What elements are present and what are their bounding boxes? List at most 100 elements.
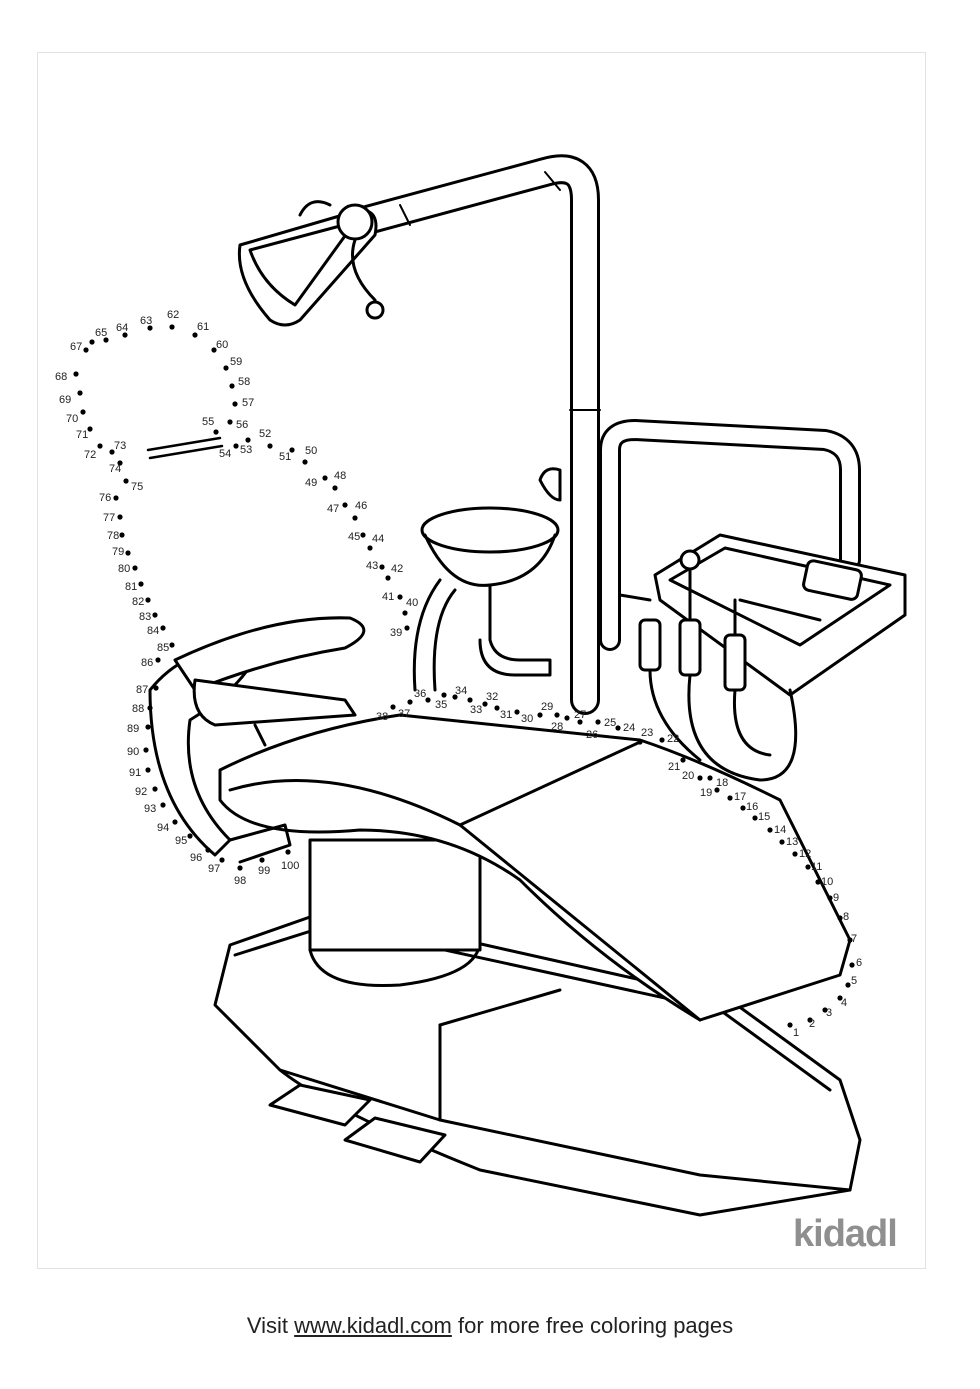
dot-number: 15	[758, 811, 770, 823]
dot	[360, 532, 366, 538]
dot-number: 73	[114, 440, 126, 452]
dot	[233, 443, 239, 449]
dot	[89, 339, 95, 345]
dot-number: 79	[112, 546, 124, 558]
dot	[554, 712, 560, 718]
dot	[192, 332, 198, 338]
dot-number: 27	[574, 709, 586, 721]
dot	[397, 594, 403, 600]
dot	[172, 819, 178, 825]
dot-number: 41	[382, 591, 394, 603]
dot	[123, 478, 129, 484]
dot	[482, 701, 488, 707]
dot	[232, 401, 238, 407]
dot-number: 19	[700, 787, 712, 799]
headrest-lines	[146, 436, 224, 460]
dot	[187, 833, 193, 839]
dot	[145, 597, 151, 603]
dot-number: 85	[157, 642, 169, 654]
foot-pedals	[268, 1083, 447, 1164]
kidadl-link[interactable]: www.kidadl.com	[294, 1313, 452, 1338]
dot-number: 12	[799, 848, 811, 860]
dot-number: 74	[109, 463, 121, 475]
dot-number: 3	[826, 1007, 832, 1019]
dot	[385, 575, 391, 581]
dot-number: 50	[305, 445, 317, 457]
dot	[637, 739, 643, 745]
dot	[779, 839, 785, 845]
dot	[805, 864, 811, 870]
dot-number: 92	[135, 786, 147, 798]
dot	[849, 962, 855, 968]
dot	[767, 827, 773, 833]
dot-to-dot-layer: 1234567891011121314151617181920212223242…	[55, 309, 862, 1039]
dot-number: 26	[586, 729, 598, 741]
dot	[147, 705, 153, 711]
dot	[77, 390, 83, 396]
dot	[117, 460, 123, 466]
dot-number: 84	[147, 625, 159, 637]
page-frame	[37, 52, 926, 1269]
lamp-arm	[345, 154, 601, 715]
dot	[152, 786, 158, 792]
dot-number: 33	[470, 704, 482, 716]
dot	[740, 805, 746, 811]
dot	[245, 437, 251, 443]
dot	[837, 995, 843, 1001]
dot-number: 80	[118, 563, 130, 575]
dot-number: 67	[70, 341, 82, 353]
dot	[237, 865, 243, 871]
dot-number: 2	[809, 1018, 815, 1030]
dot	[113, 495, 119, 501]
dot	[727, 795, 733, 801]
dot-number: 76	[99, 492, 111, 504]
dot-number: 69	[59, 394, 71, 406]
dot-number: 22	[667, 733, 679, 745]
dot-number: 96	[190, 852, 202, 864]
dot	[680, 757, 686, 763]
footer-suffix: for more free coloring pages	[458, 1313, 734, 1338]
dot	[827, 895, 833, 901]
dot	[117, 514, 123, 520]
dot-number: 59	[230, 356, 242, 368]
dot	[147, 325, 153, 331]
dot	[138, 581, 144, 587]
dot-number: 46	[355, 500, 367, 512]
dot	[714, 787, 720, 793]
dot-number: 81	[125, 581, 137, 593]
dot-number: 51	[279, 451, 291, 463]
dot	[122, 332, 128, 338]
dot-number: 39	[390, 627, 402, 639]
dot	[752, 815, 758, 821]
dot	[160, 625, 166, 631]
dot	[815, 879, 821, 885]
dot-number: 100	[281, 860, 299, 872]
dot	[145, 767, 151, 773]
dot-number: 25	[604, 717, 616, 729]
dot-number: 93	[144, 803, 156, 815]
dot	[577, 719, 583, 725]
dot-number: 87	[136, 684, 148, 696]
dot	[379, 564, 385, 570]
dot-number: 62	[167, 309, 179, 321]
dot	[792, 851, 798, 857]
dot-number: 91	[129, 767, 141, 779]
dot	[697, 775, 703, 781]
dot-number: 47	[327, 503, 339, 515]
dot-number: 57	[242, 397, 254, 409]
dot	[390, 704, 396, 710]
dot-number: 72	[84, 449, 96, 461]
dot-number: 11	[811, 861, 822, 873]
dot	[143, 747, 149, 753]
dot-number: 20	[682, 770, 694, 782]
dot	[564, 715, 570, 721]
dot	[80, 409, 86, 415]
dot	[837, 915, 843, 921]
dot	[402, 610, 408, 616]
dot-number: 30	[521, 713, 533, 725]
dot-number: 7	[851, 933, 857, 945]
footer-text: Visit www.kidadl.com for more free color…	[0, 1313, 980, 1339]
dot	[259, 857, 265, 863]
dot	[152, 612, 158, 618]
